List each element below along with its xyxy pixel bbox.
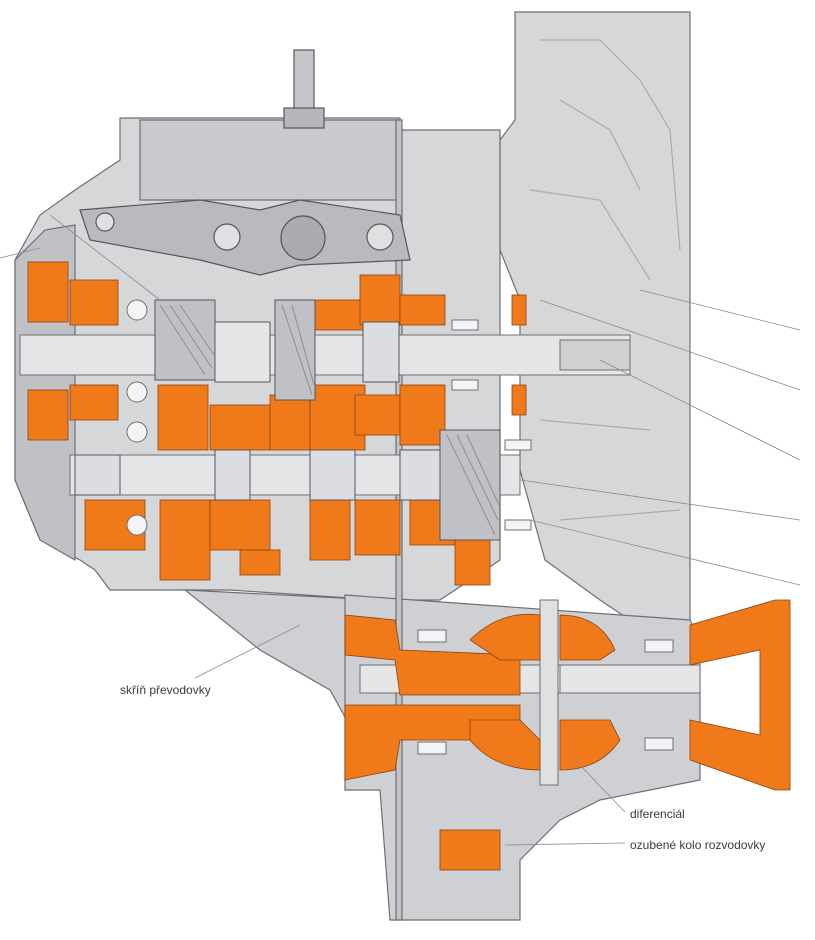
leader-right-4 bbox=[519, 479, 801, 521]
lay-gear-5 bbox=[309, 499, 351, 561]
taper-bearing-3 bbox=[644, 639, 674, 653]
differential-side-gear-right bbox=[559, 614, 616, 661]
lay-spline-2 bbox=[214, 449, 251, 501]
bearings bbox=[126, 299, 674, 755]
gear-5 bbox=[269, 394, 311, 451]
differential-planet-lower-left bbox=[469, 719, 541, 771]
synchro-sleeve-1 bbox=[214, 321, 271, 383]
leader-right-5 bbox=[529, 519, 801, 586]
roller-bearing-1 bbox=[451, 319, 479, 331]
gear-set bbox=[27, 261, 791, 871]
leader-right-2 bbox=[539, 299, 801, 391]
roller-bearing-3 bbox=[504, 439, 532, 451]
pivot-left bbox=[213, 223, 241, 251]
roller-bearing-4 bbox=[504, 519, 532, 531]
gear-2-lower bbox=[69, 384, 119, 421]
selector-lever bbox=[79, 199, 411, 276]
taper-bearing-4 bbox=[644, 737, 674, 751]
lay-spline-1 bbox=[74, 454, 121, 496]
leader-left-2 bbox=[49, 214, 161, 301]
gear-8-lower bbox=[399, 384, 446, 446]
roller-bearing-2 bbox=[451, 379, 479, 391]
drive-shaft-right bbox=[559, 664, 701, 694]
lay-gear-3 bbox=[209, 499, 271, 551]
helical-gear-output bbox=[439, 429, 501, 541]
gear-1-lower bbox=[27, 389, 69, 441]
ball-bearing-2 bbox=[126, 381, 148, 403]
lay-gear-4 bbox=[239, 549, 281, 576]
lay-gear-2 bbox=[159, 499, 211, 581]
ball-bearing-4 bbox=[126, 514, 148, 536]
lay-spline-3 bbox=[309, 449, 356, 501]
leader-right-1 bbox=[639, 289, 801, 331]
differential-label: diferenciál bbox=[630, 807, 685, 821]
differential-crown-upper bbox=[344, 614, 521, 696]
synchro-sleeve-2 bbox=[362, 321, 400, 383]
final-drive-gear-label: ozubené kolo rozvodovky bbox=[630, 838, 766, 852]
differential-pin bbox=[539, 599, 559, 786]
leader-gear bbox=[504, 842, 626, 846]
gear-7-upper bbox=[359, 274, 401, 326]
leader-right-3 bbox=[599, 359, 801, 461]
lay-gear-8 bbox=[454, 539, 491, 586]
bell-housing bbox=[499, 11, 691, 641]
shift-housing bbox=[139, 119, 401, 201]
leader-lines bbox=[0, 214, 801, 846]
seal-lower bbox=[511, 384, 527, 416]
selector-ball bbox=[280, 215, 326, 261]
lay-gear-6 bbox=[354, 499, 401, 556]
taper-bearing-1 bbox=[417, 629, 447, 643]
leader-diff bbox=[574, 759, 626, 813]
output-spline bbox=[559, 339, 631, 371]
gear-7-lower bbox=[354, 394, 401, 436]
differential-side-gear-left bbox=[469, 613, 541, 661]
gear-2-upper bbox=[69, 279, 119, 326]
pivot-end bbox=[95, 212, 115, 232]
bell-housing-ribs bbox=[529, 39, 681, 521]
taper-bearing-2 bbox=[417, 741, 447, 755]
seal-upper bbox=[511, 294, 527, 326]
gear-1-upper bbox=[27, 261, 69, 323]
lay-spline-4 bbox=[399, 449, 441, 501]
ball-bearing-1 bbox=[126, 299, 148, 321]
gear-3-upper bbox=[157, 384, 209, 451]
leader-left-1 bbox=[0, 247, 41, 259]
helical-teeth bbox=[159, 304, 500, 536]
final-drive-gear-lower bbox=[439, 829, 501, 871]
gear-8-upper bbox=[399, 294, 446, 326]
pivot-right bbox=[366, 223, 394, 251]
shift-rod-nut bbox=[283, 107, 325, 129]
input-shaft bbox=[19, 334, 631, 376]
leader-housing bbox=[194, 624, 301, 679]
flange-right bbox=[689, 599, 791, 791]
differential-planet-lower-right bbox=[559, 719, 621, 771]
gear-6-upper bbox=[309, 299, 366, 331]
helical-gears bbox=[74, 299, 501, 541]
gear-4 bbox=[209, 404, 271, 451]
housing-label: skříň převodovky bbox=[120, 683, 211, 697]
ball-bearing-3 bbox=[126, 421, 148, 443]
shift-mechanism bbox=[79, 49, 411, 276]
